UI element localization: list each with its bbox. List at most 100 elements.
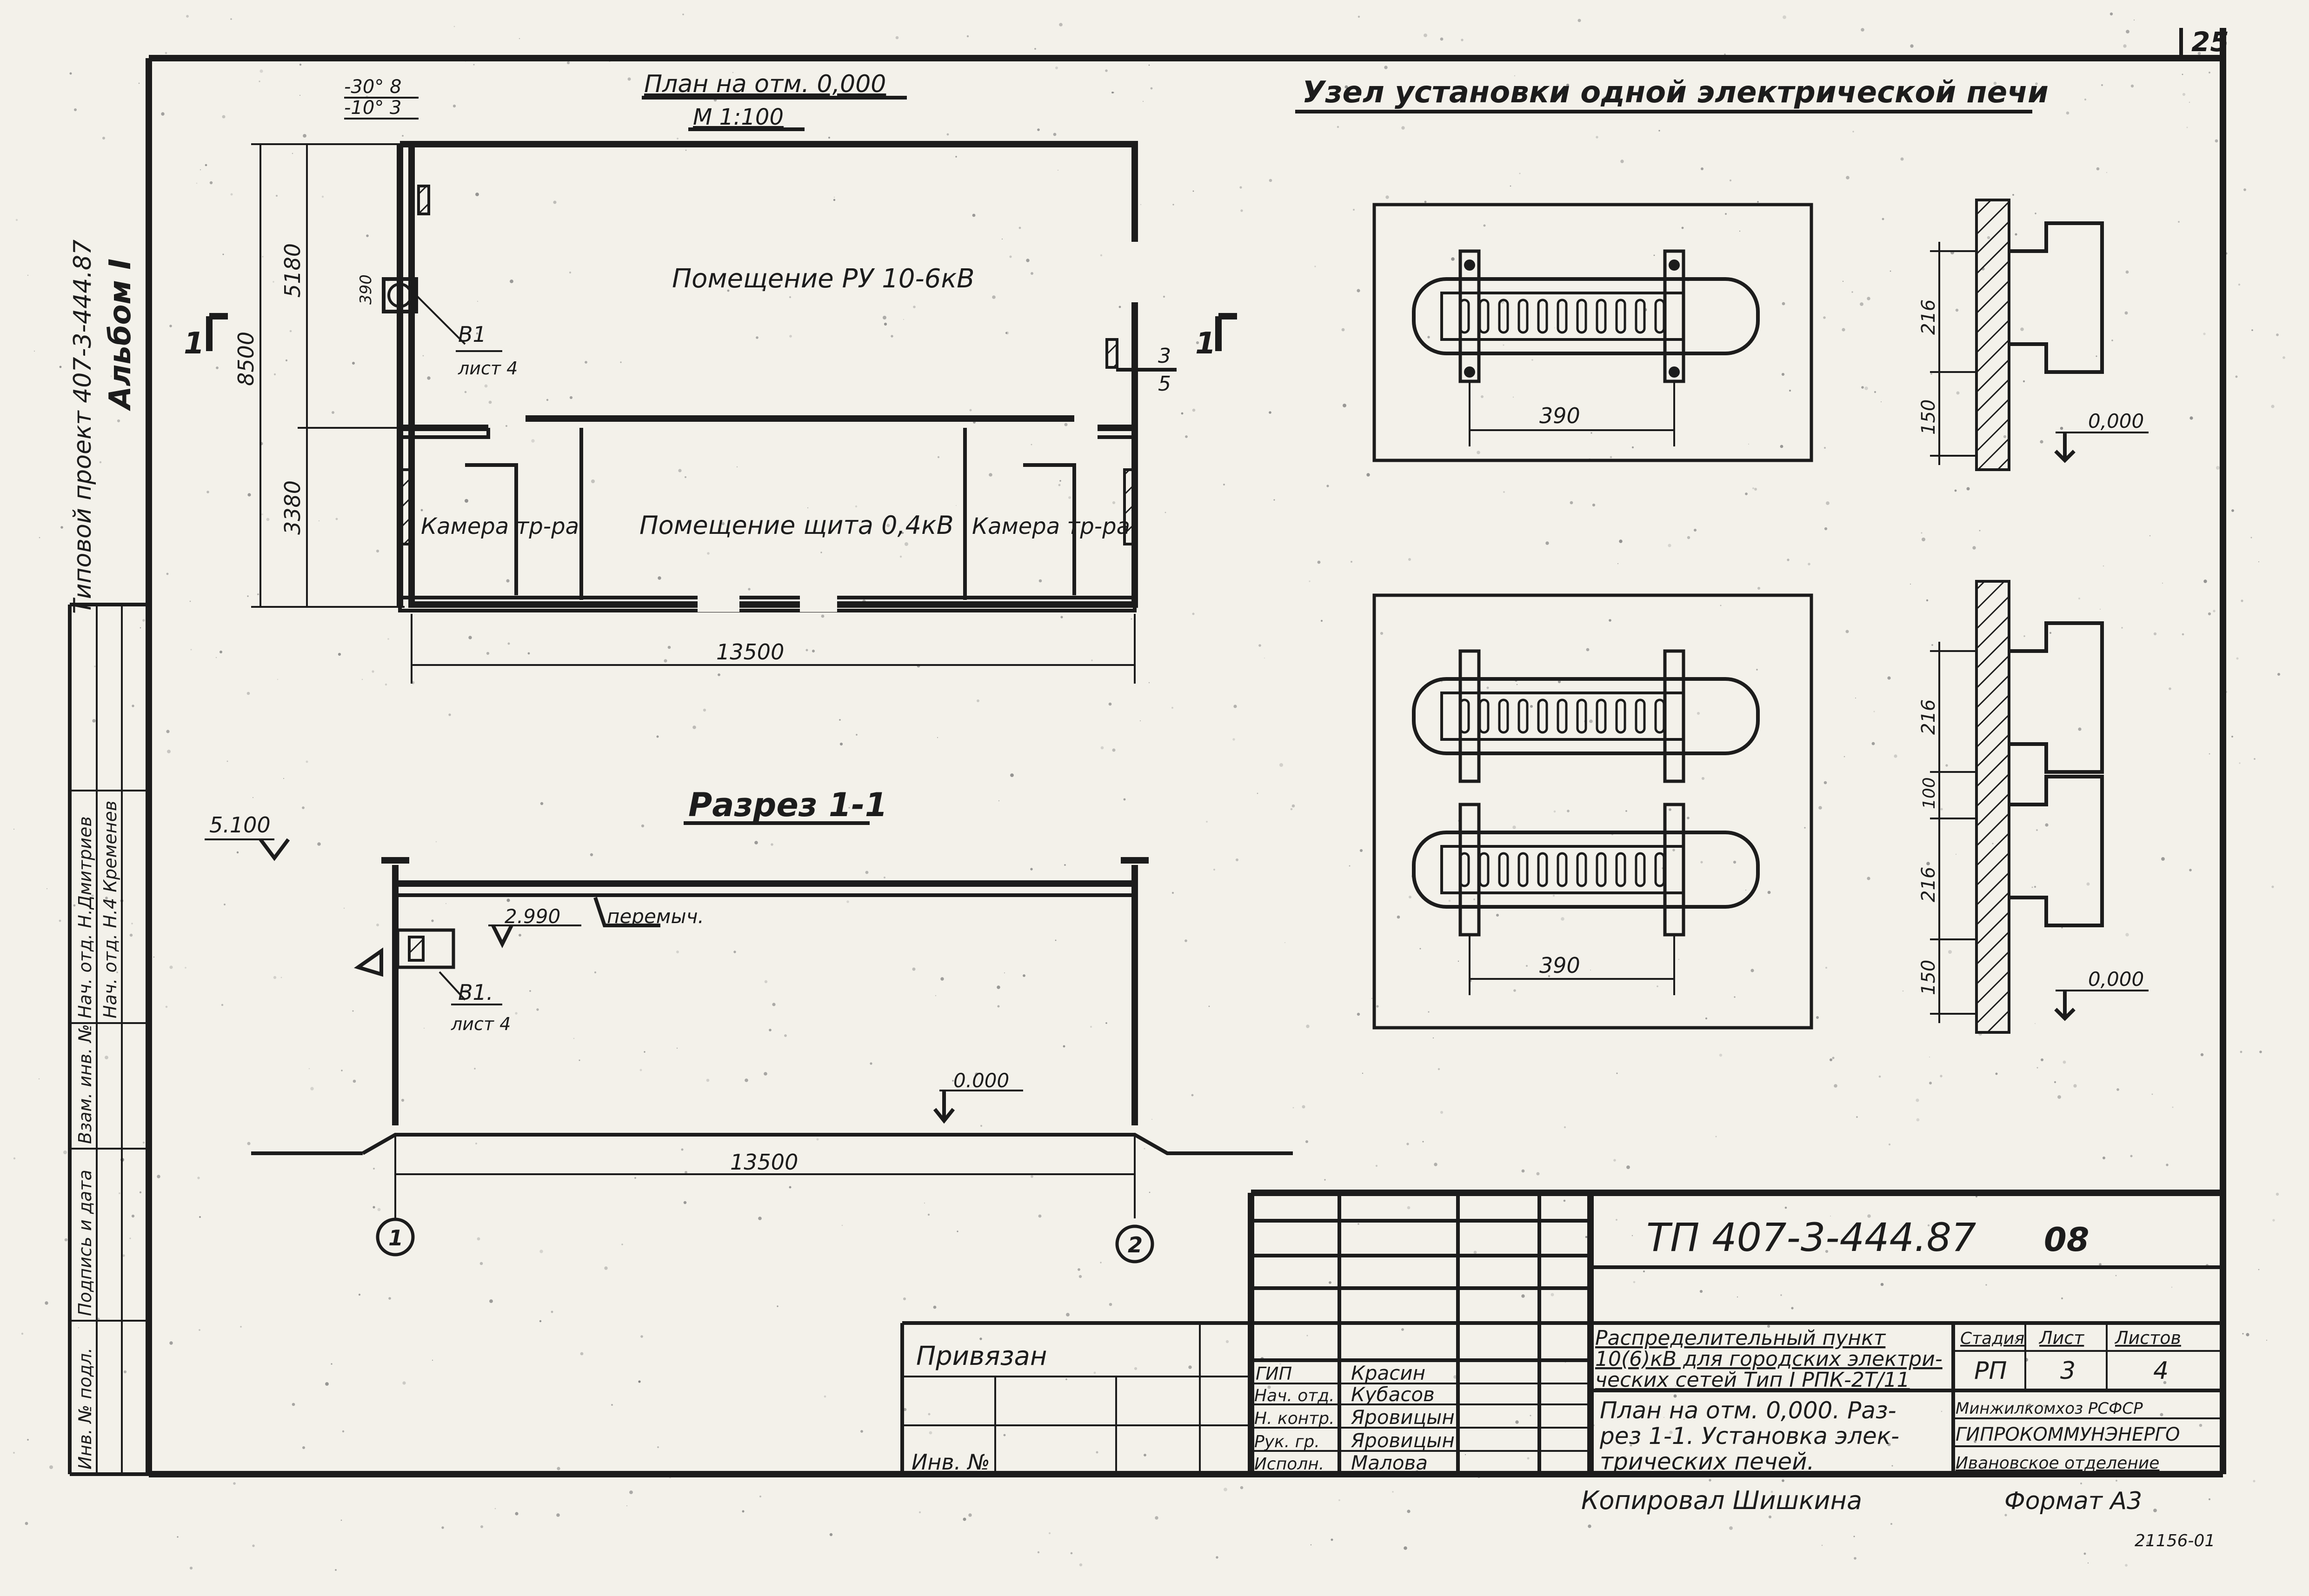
speck (1956, 391, 1960, 395)
speck (1530, 705, 1533, 708)
speck (1780, 445, 1783, 448)
speck (123, 1370, 127, 1374)
speck (1563, 1199, 1566, 1202)
speck (1401, 126, 1405, 130)
speck (1553, 810, 1556, 813)
section-callout-b1: В1. (458, 980, 493, 1005)
speck (2231, 736, 2233, 738)
speck (2031, 886, 2033, 888)
speck (1707, 96, 1708, 97)
speck (1734, 996, 1736, 998)
speck (361, 678, 363, 680)
speck (685, 1171, 687, 1174)
speck (177, 1536, 179, 1538)
sheets-value: 4 (2153, 1357, 2169, 1385)
speck (1853, 1536, 1855, 1537)
speck (2236, 657, 2239, 660)
speck (259, 80, 260, 82)
name-ispoln: Малова (1351, 1451, 1428, 1474)
speck (2078, 727, 2082, 731)
speck (1059, 480, 1061, 482)
speck (507, 642, 510, 645)
speck (1385, 195, 1389, 199)
coil-fin (1537, 852, 1548, 887)
speck (2116, 1088, 2119, 1091)
speck (667, 645, 671, 649)
speck (199, 1329, 200, 1331)
speck (579, 1059, 580, 1061)
speck (1018, 226, 1021, 229)
speck (1678, 958, 1680, 960)
speck (992, 295, 996, 299)
speck (308, 1068, 310, 1070)
speck (1206, 821, 1208, 823)
sheet-number: 25 (2191, 26, 2229, 58)
speck (2199, 1423, 2203, 1427)
speck (80, 945, 82, 947)
speck (2258, 561, 2259, 562)
speck (604, 1266, 608, 1270)
speck (946, 133, 949, 136)
speck (477, 300, 479, 302)
speck (1856, 1116, 1858, 1118)
speck (484, 384, 488, 388)
speck (556, 1513, 560, 1517)
speck (515, 1012, 518, 1015)
speck (1037, 128, 1040, 131)
speck (2250, 537, 2252, 539)
speck (289, 330, 292, 332)
speck (110, 375, 112, 377)
speck (1058, 484, 1061, 486)
speck (2061, 1297, 2063, 1299)
speck (1694, 1342, 1697, 1345)
speck (1927, 1224, 1930, 1227)
speck (1326, 485, 1329, 487)
speck (335, 518, 338, 520)
plan-dim-top: 5180 (280, 243, 305, 298)
speck (465, 499, 468, 503)
speck (1619, 539, 1623, 543)
speck (1750, 969, 1754, 972)
speck (441, 1526, 444, 1529)
speck (342, 1430, 345, 1433)
stage-value: РП (1974, 1357, 2007, 1385)
speck (1366, 473, 1370, 477)
speck (833, 199, 836, 201)
speck (1630, 1444, 1632, 1447)
speck (169, 1341, 173, 1345)
speck (343, 907, 345, 909)
chamber-left-label: Камера тр-ра (421, 513, 579, 539)
speck (1068, 496, 1071, 499)
speck (777, 1305, 779, 1307)
speck (2186, 126, 2188, 128)
speck (2208, 612, 2211, 616)
speck (222, 115, 226, 119)
speck (1854, 1557, 1857, 1560)
speck (1108, 702, 1112, 706)
speck (1320, 619, 1323, 622)
speck (2189, 416, 2193, 420)
speck (2130, 84, 2134, 88)
speck (1306, 1335, 1308, 1337)
speck (764, 1072, 767, 1076)
speck (1709, 1479, 1711, 1482)
speck (736, 466, 738, 468)
speck (1314, 266, 1316, 267)
speck (1552, 894, 1555, 897)
speck (1891, 1465, 1893, 1467)
speck (903, 1408, 907, 1411)
speck (913, 306, 916, 308)
speck (2073, 1084, 2077, 1088)
speck (1880, 1283, 1884, 1286)
speck (2099, 1263, 2102, 1266)
speck (1752, 487, 1755, 490)
speck (91, 894, 94, 897)
speck (277, 678, 279, 680)
speck (1140, 204, 1142, 206)
speck (1090, 1026, 1092, 1028)
speck (1100, 1262, 1102, 1264)
speck (468, 636, 472, 639)
speck (2035, 213, 2036, 214)
speck (2171, 1286, 2173, 1288)
